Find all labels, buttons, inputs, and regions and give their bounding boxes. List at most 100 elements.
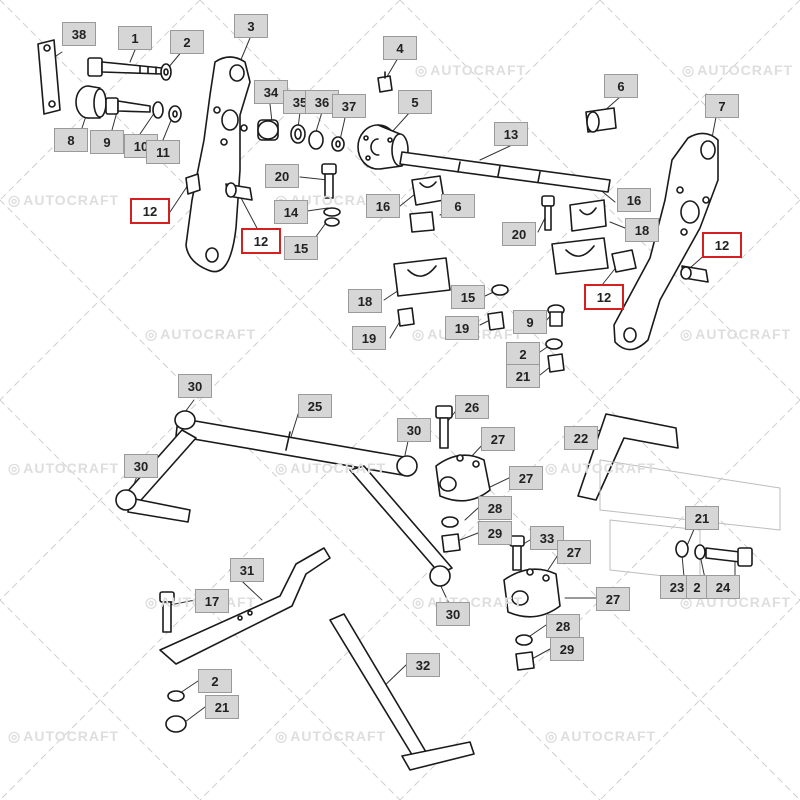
- callout-28: 28: [546, 614, 580, 638]
- bushing-6-mid: [409, 211, 435, 233]
- callout-16: 16: [366, 194, 400, 218]
- clamp-16-left: [411, 175, 445, 206]
- callout-21: 21: [205, 695, 239, 719]
- hub-5: [357, 124, 409, 170]
- callout-31: 31: [230, 558, 264, 582]
- lever-7: [613, 132, 719, 351]
- watermark: AUTOCRAFT: [545, 728, 656, 745]
- bushing-30-c: [115, 489, 137, 511]
- callout-27: 27: [557, 540, 591, 564]
- callout-29: 29: [550, 637, 584, 661]
- callout-30: 30: [436, 602, 470, 626]
- callout-22: 22: [564, 426, 598, 450]
- callout-21: 21: [506, 364, 540, 388]
- callout-37: 37: [332, 94, 366, 118]
- nut-29-upper: [441, 533, 461, 553]
- callout-20: 20: [502, 222, 536, 246]
- callout-18: 18: [625, 218, 659, 242]
- callout-3: 3: [234, 14, 268, 38]
- clamp-18-right: [551, 237, 609, 275]
- callout-24: 24: [706, 575, 740, 599]
- nut-21-lower: [165, 715, 187, 733]
- callout-12-highlighted: 12: [130, 198, 170, 224]
- callout-1: 1: [118, 26, 152, 50]
- callout-9: 9: [513, 310, 547, 334]
- callout-15: 15: [451, 285, 485, 309]
- nut-19-left: [397, 307, 415, 327]
- watermark: AUTOCRAFT: [545, 460, 656, 477]
- callout-2: 2: [198, 669, 232, 693]
- watermark: AUTOCRAFT: [682, 62, 793, 79]
- watermark: AUTOCRAFT: [8, 192, 119, 209]
- grease-nipple-4: [377, 71, 393, 93]
- callout-19: 19: [352, 326, 386, 350]
- callout-8: 8: [54, 128, 88, 152]
- clamp-18-left: [393, 257, 451, 297]
- washer-2-right: [545, 338, 563, 350]
- callout-25: 25: [298, 394, 332, 418]
- callout-16: 16: [617, 188, 651, 212]
- bushing-6-upper: [585, 107, 617, 133]
- bracket-38: [37, 39, 61, 115]
- callout-6: 6: [441, 194, 475, 218]
- watermark: AUTOCRAFT: [8, 460, 119, 477]
- callout-12-highlighted: 12: [241, 228, 281, 254]
- callout-38: 38: [62, 22, 96, 46]
- bushing-30-a: [174, 410, 196, 430]
- washer-28-upper: [441, 516, 459, 528]
- bolt-26: [435, 405, 453, 449]
- bar-31: [159, 547, 331, 665]
- callout-17: 17: [195, 589, 229, 613]
- bolt-20-right: [541, 195, 555, 231]
- callout-2: 2: [506, 342, 540, 366]
- callout-12-highlighted: 12: [584, 284, 624, 310]
- callout-11: 11: [146, 140, 180, 164]
- callout-5: 5: [398, 90, 432, 114]
- callout-34: 34: [254, 80, 288, 104]
- lever-3: [185, 56, 251, 273]
- bolt-24-set: [675, 540, 753, 567]
- washer-2: [160, 63, 172, 81]
- watermark: AUTOCRAFT: [8, 728, 119, 745]
- callout-27: 27: [481, 427, 515, 451]
- callout-27: 27: [509, 466, 543, 490]
- callout-9: 9: [90, 130, 124, 154]
- callout-6: 6: [604, 74, 638, 98]
- callout-14: 14: [274, 200, 308, 224]
- sleeve-12-right: [611, 249, 709, 283]
- callout-19: 19: [445, 316, 479, 340]
- callout-20: 20: [265, 164, 299, 188]
- washers-10-11: [152, 101, 182, 123]
- watermark: AUTOCRAFT: [680, 326, 791, 343]
- callout-27: 27: [596, 587, 630, 611]
- bracket-22: [577, 413, 679, 501]
- callout-32: 32: [406, 653, 440, 677]
- strut-32: [329, 613, 475, 771]
- washers-14-15: [323, 207, 341, 227]
- callout-29: 29: [478, 521, 512, 545]
- callout-4: 4: [383, 36, 417, 60]
- callout-30: 30: [124, 454, 158, 478]
- nut-21-right: [547, 353, 565, 373]
- callout-30: 30: [397, 418, 431, 442]
- callout-13: 13: [494, 122, 528, 146]
- callout-30: 30: [178, 374, 212, 398]
- washer-2-lower: [167, 690, 185, 702]
- bolt-1: [87, 57, 163, 77]
- callout-2: 2: [686, 575, 708, 599]
- callout-26: 26: [455, 395, 489, 419]
- clamp-27-upper: [435, 454, 491, 502]
- callout-18: 18: [348, 289, 382, 313]
- watermark: AUTOCRAFT: [415, 62, 526, 79]
- watermark: AUTOCRAFT: [275, 192, 386, 209]
- clamp-16-right: [569, 199, 607, 232]
- callout-28: 28: [478, 496, 512, 520]
- bushing-30-d: [429, 565, 451, 587]
- sleeve-12-left: [185, 173, 253, 201]
- callout-2: 2: [170, 30, 204, 54]
- watermark: AUTOCRAFT: [275, 460, 386, 477]
- bolt-9-right: [547, 304, 565, 327]
- callout-21: 21: [685, 506, 719, 530]
